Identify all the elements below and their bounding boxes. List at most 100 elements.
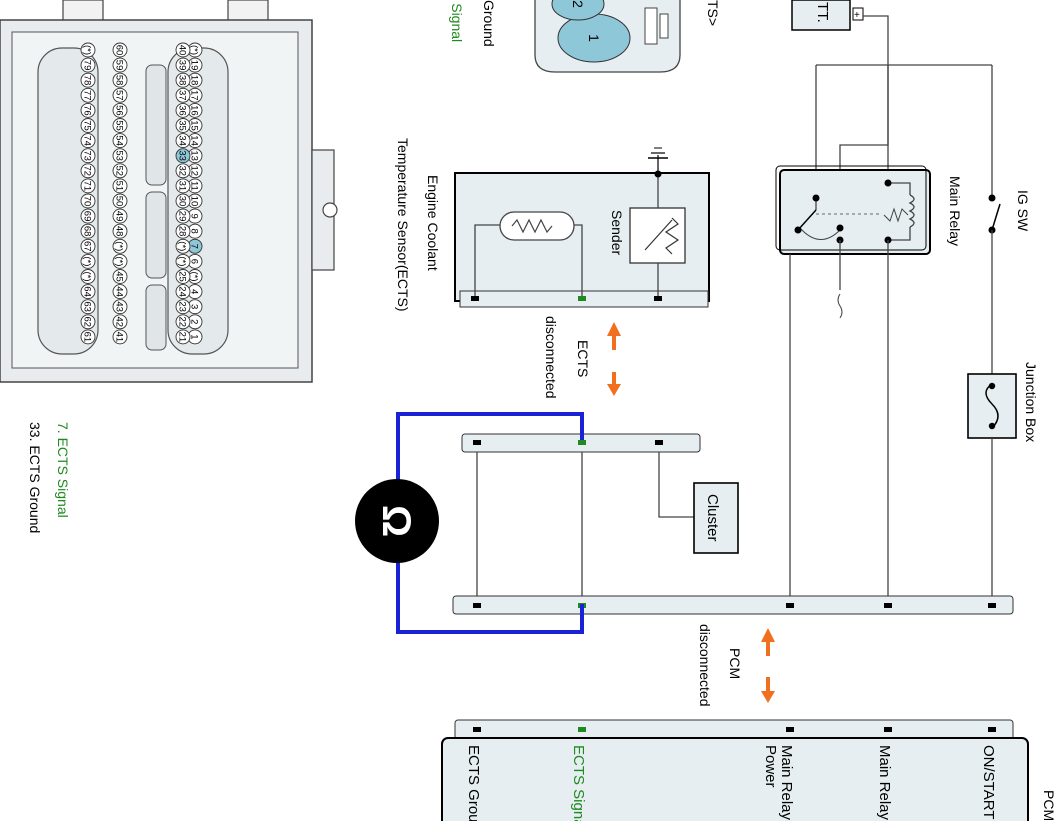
pcm-pin-name-line2: Power (762, 745, 779, 788)
pcm-pin-label: 45 (114, 271, 125, 282)
pcm-pin-label: 70 (82, 196, 93, 207)
pcm-pin (175, 72, 191, 88)
pcm-pin-label: 64 (82, 286, 93, 297)
pcm-pin (80, 314, 96, 330)
pcm-pin (80, 87, 96, 103)
pcm-pin (112, 314, 128, 330)
ig-switch (988, 194, 1001, 234)
pcm-pin-label: 34 (177, 135, 188, 146)
pcm-pin-label: 41 (114, 332, 125, 343)
pcm-pin-label: 8 (189, 229, 200, 234)
pcm-pin-label: 3 (189, 304, 200, 309)
pcm-pin-label: 74 (82, 135, 93, 146)
pcm-pin-label: 4 (189, 289, 200, 294)
pcm-pin-label: 39 (177, 60, 188, 71)
pcm-pin (112, 148, 128, 164)
ohmmeter-measurement: Ω (355, 412, 584, 634)
pcm-pin-label: 36 (177, 105, 188, 116)
ohmmeter-icon (355, 479, 439, 563)
pcm-pin (112, 87, 128, 103)
pcm-pin-label: 29 (177, 211, 188, 222)
pcm-pin-label: 52 (114, 166, 125, 177)
harness-connector-pcm-side (452, 595, 1014, 615)
pcm-pin (175, 133, 191, 149)
pcm-pin (80, 238, 96, 254)
pcm-pin-label: 1 (189, 334, 200, 339)
pcm-pin (175, 238, 191, 254)
relay-switch-icon (797, 209, 817, 231)
pcm-pin (80, 102, 96, 118)
pcm-pin-label: 25 (177, 271, 188, 282)
pcm-pin-label: 31 (177, 181, 188, 192)
pcm-pin (112, 253, 128, 269)
pcm-pin (80, 284, 96, 300)
ects-title-line2: Temperature Sensor(ECTS) (395, 138, 411, 312)
pcm-pin-label: 58 (114, 75, 125, 86)
pcm-pin-name: ECTS Ground (465, 745, 482, 821)
connector-header-fragment: TS> (705, 0, 721, 26)
pcm-module (441, 719, 1029, 826)
pcm-pin-label: 12 (189, 166, 200, 177)
pcm-pin (80, 208, 96, 224)
pcm-pin-label: 55 (114, 120, 125, 131)
pcm-pin (112, 133, 128, 149)
pcm-pin-label: 44 (114, 286, 125, 297)
relay-coil-icon (908, 194, 915, 228)
pcm-pin-label: 18 (189, 75, 200, 86)
pcm-disconnected-1: PCM (727, 648, 743, 679)
pcm-pin-label: 37 (177, 90, 188, 101)
pcm-pin (80, 178, 96, 194)
pcm-pin-label: 68 (82, 226, 93, 237)
pcm-pin-label: 28 (177, 226, 188, 237)
sender-label: Sender (609, 210, 625, 255)
pcm-pin (80, 72, 96, 88)
pcm-pin (112, 299, 128, 315)
pcm-pin-label: 73 (82, 150, 93, 161)
ects-sensor (454, 147, 710, 308)
pcm-pin (80, 269, 96, 284)
pcm-pin (112, 284, 128, 300)
pcm-pin (175, 102, 191, 118)
pcm-pin (80, 118, 96, 133)
pcm-pin-label: 22 (177, 317, 188, 328)
pcm-pin-label: (*) (114, 256, 125, 266)
wire-relay-contact-feed (839, 65, 889, 170)
junction-box-label: Junction Box (1023, 362, 1039, 442)
pcm-pin (112, 223, 128, 239)
pcm-pin-name: ON/START (980, 745, 997, 819)
pcm-pin (80, 193, 96, 209)
pcm-pin (175, 208, 191, 224)
legend-ects-ground: 33. ECTS Ground (27, 422, 43, 533)
pcm-pin (112, 163, 128, 179)
pcm-pin-label: 63 (82, 301, 93, 312)
pcm-pin-label: 69 (82, 211, 93, 222)
pcm-pin-label: 42 (114, 317, 125, 328)
pcm-pin-label: 35 (177, 120, 188, 131)
junction-box (967, 373, 1017, 439)
pcm-pin-label: 53 (114, 150, 125, 161)
pcm-pin-name: Main Relay (876, 745, 893, 821)
pcm-pin-label: (*) (189, 45, 200, 55)
pcm-connector-face: (*)191817161514131211109876(*)4321403938… (0, 0, 338, 383)
main-relay-label: Main Relay (947, 176, 963, 246)
pcm-pin (175, 178, 191, 194)
pcm-disconnected-2: disconnected (697, 624, 713, 707)
pcm-pin-label: 72 (82, 166, 93, 177)
pin-2-label: 2 (570, 0, 586, 8)
pcm-pin (80, 253, 96, 269)
pcm-pin-label: 38 (177, 75, 188, 86)
pcm-pin-label: 24 (177, 286, 188, 297)
pcm-pin (175, 269, 191, 284)
pcm-pin-label: 79 (82, 60, 93, 71)
pcm-pin (175, 253, 191, 269)
pcm-pin-label: 33 (177, 150, 188, 161)
wire-battery (863, 15, 889, 65)
pcm-pin (112, 118, 128, 133)
pcm-pin-label: 62 (82, 317, 93, 328)
pcm-pin (175, 193, 191, 209)
pcm-pin (80, 148, 96, 164)
ects-title-line1: Engine Coolant (425, 175, 441, 271)
